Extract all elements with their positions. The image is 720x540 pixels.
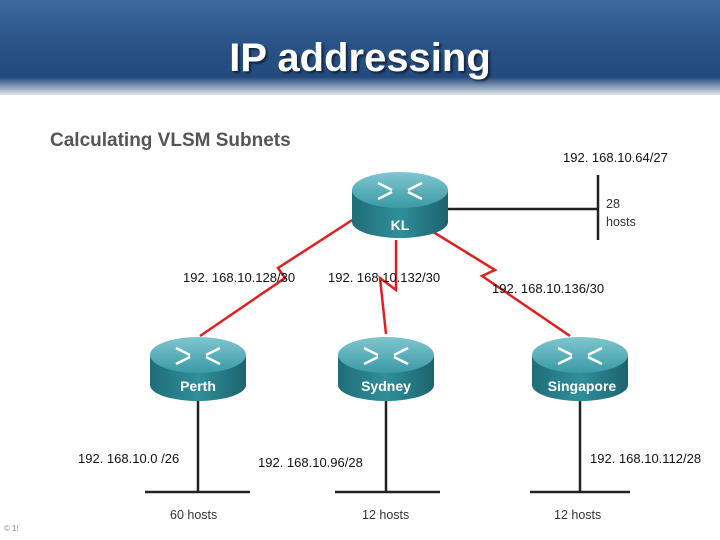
wan-link-kl-singapore xyxy=(429,228,571,338)
perth-host-count: 60 hosts xyxy=(170,508,218,522)
router-kl: KL xyxy=(352,172,448,238)
wan-link-kl-perth xyxy=(199,213,361,338)
router-sydney: Sydney xyxy=(338,337,434,401)
router-perth: Perth xyxy=(150,337,246,401)
kl-host-word: hosts xyxy=(606,215,636,229)
sydney-host-count: 12 hosts xyxy=(362,508,410,522)
diagram-subtitle: Calculating VLSM Subnets xyxy=(50,130,291,151)
router-kl-arrows-icon xyxy=(377,181,423,201)
kl-host-count: 28 xyxy=(606,197,620,211)
copyright-mark: © 1! xyxy=(4,524,19,533)
wan-link-kl-sydney xyxy=(378,240,398,335)
link-kl-singapore-subnet: 192. 168.10.136/30 xyxy=(492,281,605,296)
singapore-host-count: 12 hosts xyxy=(554,508,602,522)
lan-lines xyxy=(145,175,630,494)
router-singapore-label: Singapore xyxy=(548,378,617,394)
router-singapore-arrows-icon xyxy=(557,346,603,366)
header-band xyxy=(0,0,720,95)
router-perth-arrows-icon xyxy=(175,346,221,366)
slide-title: IP addressing xyxy=(229,36,491,80)
router-sydney-label: Sydney xyxy=(361,378,411,394)
wan-links xyxy=(199,213,571,338)
router-singapore: Singapore xyxy=(532,337,628,401)
perth-lan-subnet: 192. 168.10.0 /26 xyxy=(78,451,180,466)
link-kl-sydney-subnet: 192. 168.10.132/30 xyxy=(328,270,441,285)
sydney-lan-subnet: 192. 168.10.96/28 xyxy=(258,455,363,470)
router-kl-label: KL xyxy=(391,217,410,233)
link-kl-perth-subnet: 192. 168.10.128/30 xyxy=(183,270,296,285)
singapore-lan-subnet: 192. 168.10.112/28 xyxy=(590,451,702,466)
router-perth-label: Perth xyxy=(180,378,216,394)
router-sydney-arrows-icon xyxy=(363,346,409,366)
kl-lan-subnet: 192. 168.10.64/27 xyxy=(563,150,668,165)
